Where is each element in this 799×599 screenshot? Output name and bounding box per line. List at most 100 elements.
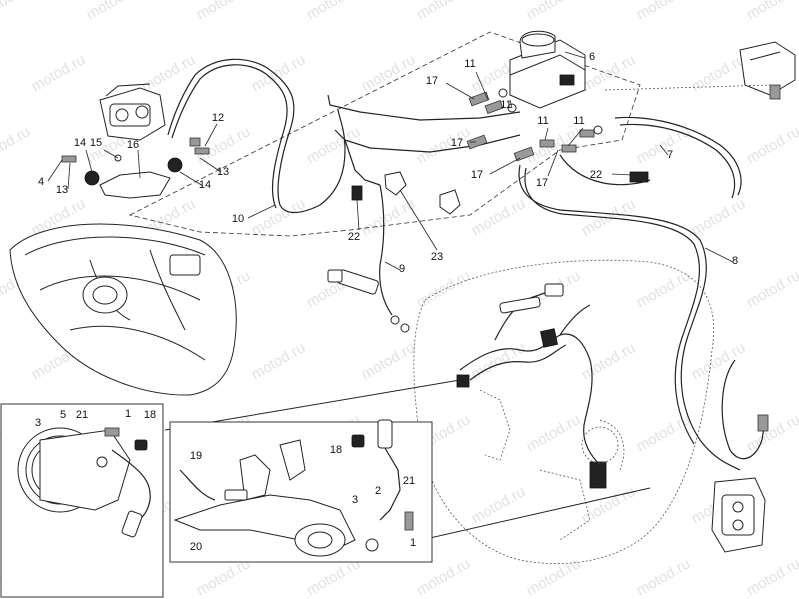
callout-16: 16 <box>127 139 139 151</box>
leader-line-c7 <box>659 144 669 156</box>
leader-line-c10 <box>247 204 276 219</box>
callout-7: 7 <box>667 149 673 161</box>
callout-5: 5 <box>60 409 66 421</box>
callout-1: 1 <box>125 408 131 420</box>
watermark-text: motod.ru <box>84 0 144 23</box>
rear-hose <box>721 359 766 460</box>
callout-17: 17 <box>426 75 438 87</box>
watermark-text: motod.ru <box>524 555 584 599</box>
rigid-line-upper-2 <box>334 129 521 153</box>
rear-master-cylinder <box>327 269 410 333</box>
watermark-text: motod.ru <box>524 0 584 23</box>
watermark-text: motod.ru <box>249 195 309 239</box>
watermark-text: motod.ru <box>469 195 529 239</box>
watermark-text: motod.ru <box>579 51 639 95</box>
watermark-text: motod.ru <box>194 123 254 167</box>
callout-20: 20 <box>190 541 202 553</box>
callout-10: 10 <box>232 213 244 225</box>
leader-line-c11b <box>509 99 513 109</box>
watermark-text: motod.ru <box>139 51 199 95</box>
rigid-line-vertical <box>344 139 381 186</box>
leader-line-c16 <box>137 149 141 179</box>
leader-line-c11c <box>544 127 549 141</box>
watermark-text: motod.ru <box>359 339 419 383</box>
callout-23: 23 <box>431 251 443 263</box>
watermark-text: motod.ru <box>359 195 419 239</box>
brake-hose-8b <box>524 167 701 445</box>
watermark-text: motod.ru <box>744 0 799 23</box>
watermark-text: motod.ru <box>304 0 364 23</box>
leader-line-c12 <box>204 123 218 147</box>
bracket-23a <box>384 171 407 196</box>
callout-2: 2 <box>375 485 381 497</box>
leader-line-c6 <box>564 51 586 59</box>
watermark-text: motod.ru <box>0 123 33 167</box>
watermark-text: motod.ru <box>469 483 529 527</box>
leader-line-c14a <box>85 149 93 173</box>
front-master-cylinder <box>739 41 796 100</box>
watermark-text: motod.ru <box>634 123 694 167</box>
callout-11: 11 <box>500 99 511 111</box>
callout-11: 11 <box>573 115 584 127</box>
watermark-text: motod.ru <box>249 51 309 95</box>
watermark-text: motod.ru <box>524 411 584 455</box>
tank-frame <box>9 223 237 396</box>
watermark-text: motod.ru <box>249 339 309 383</box>
bracket-23b <box>439 189 461 215</box>
callout-19: 19 <box>190 450 202 462</box>
callout-4: 4 <box>38 176 44 188</box>
leader-line-c17c <box>489 157 521 175</box>
callout-21: 21 <box>403 475 415 487</box>
leader-line-c17d <box>547 149 559 177</box>
callout-8: 8 <box>732 255 738 267</box>
brake-hose-8 <box>518 164 741 471</box>
wiring-harness <box>456 283 607 489</box>
callout-13: 13 <box>217 166 229 178</box>
watermark-text: motod.ru <box>634 267 694 311</box>
watermark-text: motod.ru <box>744 411 799 455</box>
leader-line-c11a <box>475 71 489 101</box>
watermark-text: motod.ru <box>634 411 694 455</box>
rear-caliper <box>711 477 766 553</box>
watermark-text: motod.ru <box>744 267 799 311</box>
mc-link-dotted <box>604 84 771 91</box>
callout-14: 14 <box>199 179 211 191</box>
leader-line-c23 <box>399 189 438 251</box>
callout-1: 1 <box>410 537 416 549</box>
leader-line-c13a <box>67 162 71 190</box>
callout-17: 17 <box>536 177 548 189</box>
leader-line-c14b <box>179 171 204 187</box>
leader-line-c4 <box>47 159 63 182</box>
brake-hose-10 <box>167 58 346 214</box>
hose-7b <box>619 123 736 199</box>
callout-18: 18 <box>330 444 342 456</box>
callout-21: 21 <box>76 409 88 421</box>
watermark-text: motod.ru <box>194 0 254 23</box>
leader-line-c22a <box>356 199 360 231</box>
watermark-text: motod.ru <box>579 339 639 383</box>
watermark-text: motod.ru <box>744 123 799 167</box>
callout-11: 11 <box>537 115 548 127</box>
watermark-text: motod.ru <box>744 555 799 599</box>
bracket-group-16 <box>61 137 210 199</box>
hose-7c <box>559 154 651 186</box>
callout-17: 17 <box>451 137 463 149</box>
leader-line-c11d <box>567 127 584 147</box>
watermark-text: motod.ru <box>0 0 33 23</box>
callout-18: 18 <box>144 409 156 421</box>
callout-15: 15 <box>90 137 102 149</box>
hose-7 <box>614 116 742 196</box>
front-caliper-left <box>99 83 166 141</box>
callout-11: 11 <box>464 58 475 70</box>
brake-hose-10b <box>171 64 288 209</box>
watermark-text: motod.ru <box>579 483 639 527</box>
watermark-text: motod.ru <box>689 51 749 95</box>
engine-detail <box>479 389 625 541</box>
leader-line-c8 <box>704 247 734 263</box>
callout-6: 6 <box>589 51 595 63</box>
callout-12: 12 <box>212 112 224 124</box>
watermark-text: motod.ru <box>304 123 364 167</box>
